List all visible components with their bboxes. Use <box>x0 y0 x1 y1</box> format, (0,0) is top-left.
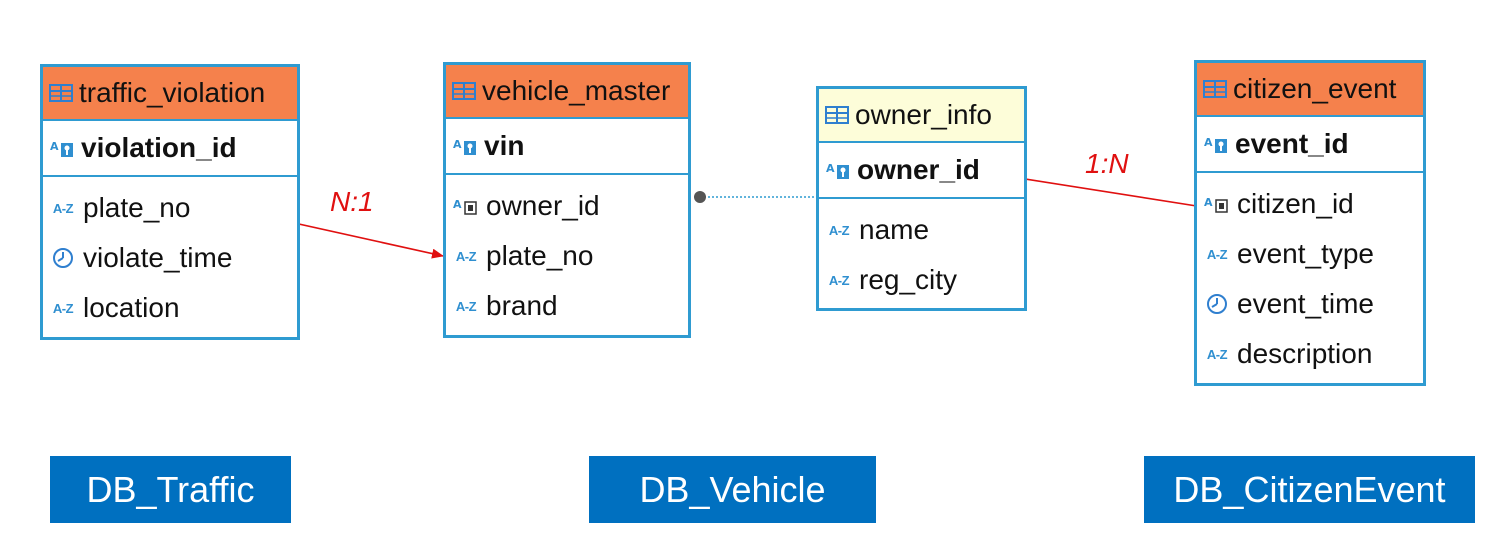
column-label: reg_city <box>859 264 958 295</box>
table-icon <box>1203 80 1227 98</box>
table-owner-info[interactable]: owner_info A owner_id A-Z name A-Z reg_c… <box>816 86 1027 311</box>
az-icon: A-Z <box>455 298 477 314</box>
primary-key-icon: A <box>49 137 77 159</box>
column-row[interactable]: A-Z plate_no <box>446 231 688 281</box>
primary-key-label: vin <box>484 130 525 161</box>
az-icon: A-Z <box>828 222 850 238</box>
column-row[interactable]: violate_time <box>43 233 297 283</box>
table-header: owner_info <box>819 89 1024 143</box>
column-label: brand <box>486 290 558 321</box>
az-icon: A-Z <box>1206 246 1228 262</box>
primary-key-label: violation_id <box>81 132 237 163</box>
table-header: citizen_event <box>1197 63 1423 117</box>
clock-icon <box>1203 293 1231 315</box>
foreign-key-icon: A <box>452 195 480 217</box>
az-icon: A-Z <box>1206 346 1228 362</box>
column-row[interactable]: A-Z description <box>1197 329 1423 379</box>
column-label: event_time <box>1237 288 1374 319</box>
svg-text:A: A <box>50 140 59 153</box>
db-label-traffic: DB_Traffic <box>50 456 291 523</box>
svg-text:A: A <box>1204 136 1213 149</box>
relation-label-1-to-n: 1:N <box>1085 148 1129 179</box>
arrow-citizen-id-1-to-n <box>999 171 1223 211</box>
table-icon <box>825 106 849 124</box>
primary-key-row[interactable]: A vin <box>446 119 688 175</box>
az-icon: A-Z <box>52 300 74 316</box>
relation-label-n-to-1: N:1 <box>330 186 374 217</box>
table-title: owner_info <box>855 99 992 130</box>
primary-key-row[interactable]: A violation_id <box>43 121 297 177</box>
primary-key-icon: A <box>452 135 480 157</box>
column-row[interactable]: A-Z event_type <box>1197 229 1423 279</box>
primary-key-icon: A <box>1203 133 1231 155</box>
primary-key-icon: A <box>825 159 853 181</box>
foreign-key-icon: A <box>1203 193 1231 215</box>
column-label: location <box>83 292 180 323</box>
column-label: description <box>1237 338 1373 369</box>
column-row[interactable]: A owner_id <box>446 181 688 231</box>
column-row[interactable]: A-Z location <box>43 283 297 333</box>
column-label: event_type <box>1237 238 1374 269</box>
column-label: plate_no <box>486 240 594 271</box>
table-title: traffic_violation <box>79 77 266 108</box>
link-endpoint-dot <box>694 191 706 203</box>
svg-text:A: A <box>453 138 462 151</box>
svg-text:A: A <box>453 198 462 211</box>
az-icon: A-Z <box>828 272 850 288</box>
svg-text:A: A <box>1204 196 1213 209</box>
column-label: plate_no <box>83 192 191 223</box>
az-icon: A-Z <box>52 200 74 216</box>
column-label: owner_id <box>486 190 600 221</box>
column-label: violate_time <box>83 242 233 273</box>
table-title: citizen_event <box>1233 73 1397 104</box>
svg-text:A: A <box>826 162 835 175</box>
clock-icon <box>49 247 77 269</box>
column-row[interactable]: A-Z brand <box>446 281 688 331</box>
az-icon: A-Z <box>455 248 477 264</box>
column-row[interactable]: A citizen_id <box>1197 179 1423 229</box>
column-row[interactable]: A-Z reg_city <box>819 255 1024 305</box>
db-label-vehicle: DB_Vehicle <box>589 456 876 523</box>
table-icon <box>49 84 73 102</box>
db-label-citizen-event: DB_CitizenEvent <box>1144 456 1475 523</box>
primary-key-label: owner_id <box>857 154 980 185</box>
table-traffic-violation[interactable]: traffic_violation A violation_id A-Z pla… <box>40 64 300 340</box>
column-label: name <box>859 214 930 245</box>
column-row[interactable]: event_time <box>1197 279 1423 329</box>
table-citizen-event[interactable]: citizen_event A event_id A citizen_id A-… <box>1194 60 1426 386</box>
table-header: vehicle_master <box>446 65 688 119</box>
table-header: traffic_violation <box>43 67 297 121</box>
table-vehicle-master[interactable]: vehicle_master A vin A owner_id A-Z plat… <box>443 62 691 338</box>
column-row[interactable]: A-Z plate_no <box>43 183 297 233</box>
table-icon <box>452 82 476 100</box>
table-title: vehicle_master <box>482 75 671 106</box>
primary-key-row[interactable]: A event_id <box>1197 117 1423 173</box>
primary-key-row[interactable]: A owner_id <box>819 143 1024 199</box>
primary-key-label: event_id <box>1235 128 1349 159</box>
column-row[interactable]: A-Z name <box>819 205 1024 255</box>
column-label: citizen_id <box>1237 188 1354 219</box>
